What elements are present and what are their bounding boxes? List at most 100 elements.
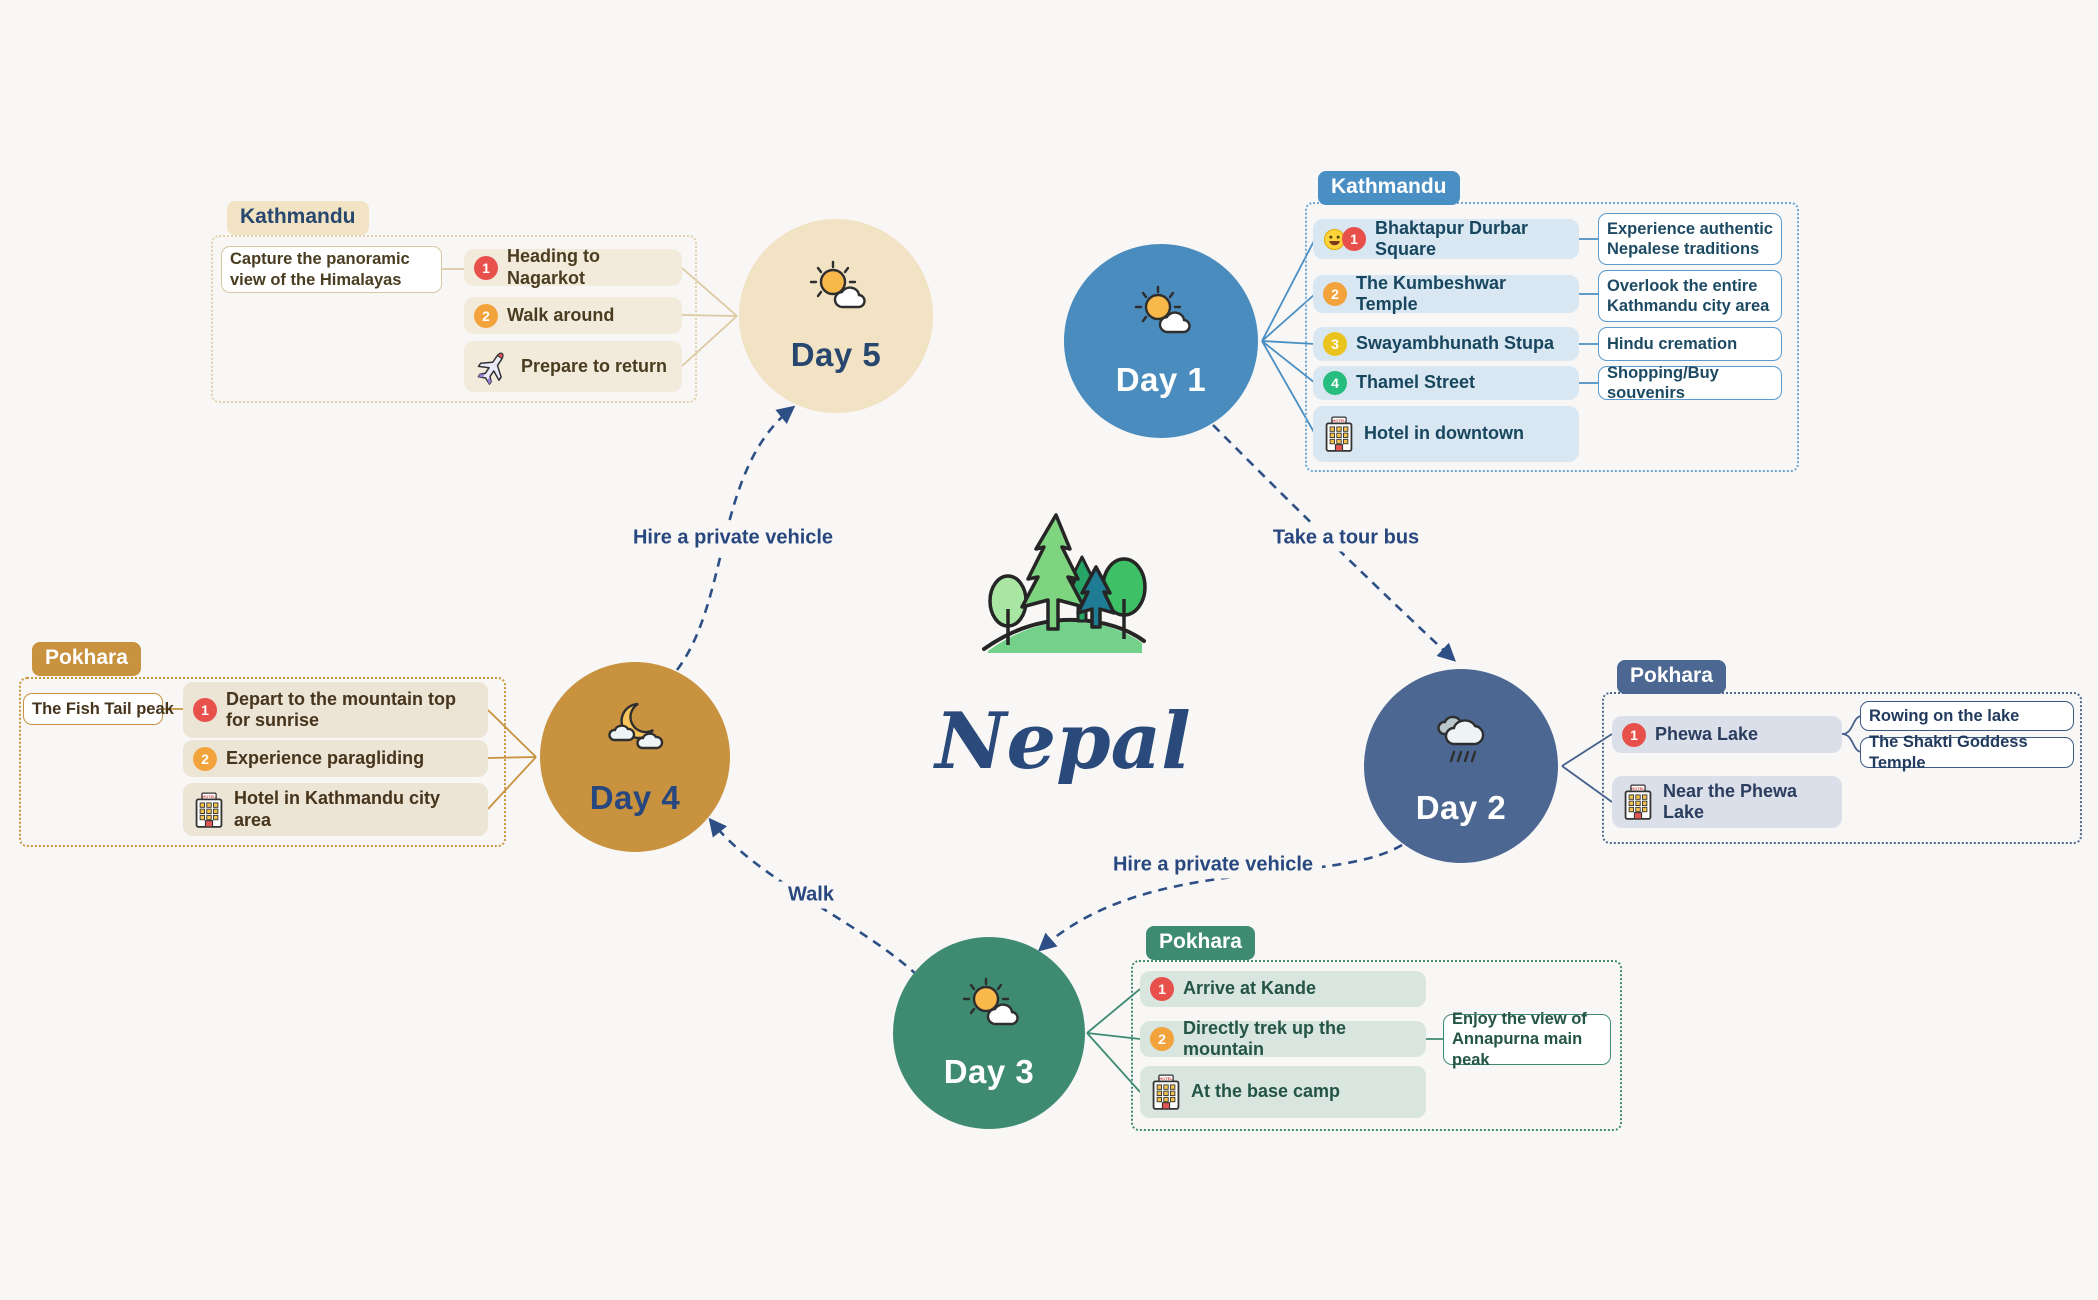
day-1-item-1-note[interactable]: Experience authentic Nepalese traditions (1598, 213, 1782, 265)
day-1-item-4-note[interactable]: Shopping/Buy souvenirs (1598, 364, 1782, 402)
smiley-face-icon (1323, 228, 1346, 251)
step-number-badge: 1 (474, 255, 498, 280)
item-text: Directly trek up the mountain (1183, 1017, 1347, 1059)
day-4-city-badge[interactable]: Pokhara (32, 642, 141, 676)
day-1-item-1[interactable]: 1 Bhaktapur Durbar Square (1313, 217, 1579, 259)
day-3-item-1[interactable]: 1 Arrive at Kande (1140, 971, 1426, 1007)
forest-illustration (978, 505, 1150, 660)
day-5-note[interactable]: Capture the panoramic view of the Himala… (221, 246, 442, 293)
item-text: Hotel in downtown (1364, 423, 1524, 444)
day-3-panel (1131, 960, 1622, 1131)
svg-text:HOTEL: HOTEL (202, 794, 216, 799)
step-number-badge: 2 (474, 303, 498, 328)
day-1-item-2-note[interactable]: Overlook the entire Kathmandu city area (1598, 270, 1782, 322)
day-1-city-badge[interactable]: Kathmandu (1318, 171, 1460, 205)
svg-text:HOTEL: HOTEL (1332, 418, 1346, 423)
day-2-city-badge[interactable]: Pokhara (1617, 660, 1726, 694)
step-number-badge: 3 (1323, 332, 1347, 356)
step-number-badge: 2 (1150, 1027, 1174, 1051)
day-3-city-badge[interactable]: Pokhara (1146, 926, 1255, 960)
rain-clouds-icon (1424, 706, 1498, 773)
step-number-badge: 1 (1622, 722, 1646, 747)
hotel-icon: HOTEL (193, 790, 225, 830)
day-3-node[interactable]: Day 3 (893, 937, 1085, 1129)
day-5-city-badge[interactable]: Kathmandu (227, 201, 369, 235)
day-3-fan-lines (1086, 988, 1443, 1093)
hotel-icon: HOTEL (1150, 1072, 1182, 1112)
item-text: Bhaktapur Durbar Square (1375, 217, 1529, 259)
step-number-badge: 2 (193, 746, 217, 771)
item-text: Hotel in Kathmandu city area (234, 788, 441, 830)
svg-text:HOTEL: HOTEL (1159, 1076, 1173, 1081)
day-2-item-1-note-2[interactable]: The Shakti Goddess Temple (1860, 733, 2074, 772)
step-number-badge: 2 (1323, 282, 1347, 306)
day-4-fan-lines (163, 708, 537, 810)
step-number-badge: 4 (1323, 371, 1347, 395)
day-4-note[interactable]: The Fish Tail peak (23, 693, 174, 725)
day-5-item-1[interactable]: 1 Heading to Nagarkot (464, 246, 682, 288)
day-2-label: Day 2 (1415, 788, 1507, 826)
step-number-badge: 1 (1150, 977, 1174, 1001)
step-number-badge: 1 (1342, 227, 1366, 251)
item-text: Prepare to return (521, 355, 668, 376)
item-text: Heading to Nagarkot (507, 246, 600, 288)
day-2-hotel-item[interactable]: HOTEL Near the Phewa Lake (1612, 776, 1842, 828)
item-text: Walk around (507, 304, 615, 325)
item-text: Experience paragliding (226, 747, 425, 768)
route-label-day1-day2: Take a tour bus (1263, 524, 1429, 552)
route-label-day2-day3: Hire a private vehicle (1103, 851, 1323, 879)
day-5-flight-item[interactable]: Prepare to return (464, 341, 682, 392)
sun-behind-cloud-icon (799, 259, 873, 320)
day-1-node[interactable]: Day 1 (1064, 244, 1258, 438)
day-4-label: Day 4 (589, 778, 681, 816)
map-title: Nepal (935, 696, 1191, 787)
route-line-day2-day3 (1037, 843, 1403, 952)
day-4-item-2[interactable]: 2 Experience paragliding (183, 740, 488, 777)
step-number-badge: 1 (193, 698, 217, 722)
route-label-day4-day5: Hire a private vehicle (623, 524, 843, 552)
day-5-label: Day 5 (790, 335, 882, 373)
day-2-item-1-note-1[interactable]: Rowing on the lake (1860, 701, 2074, 731)
hotel-icon: HOTEL (1622, 782, 1654, 822)
day-5-panel (211, 235, 697, 403)
item-text: The Kumbeshwar Temple (1356, 272, 1507, 314)
svg-text:HOTEL: HOTEL (1631, 786, 1645, 791)
day-2-item-1[interactable]: 1 Phewa Lake (1612, 716, 1842, 753)
day-1-item-2[interactable]: 2 The Kumbeshwar Temple (1313, 272, 1579, 314)
moon-with-clouds-icon (598, 698, 672, 763)
day-1-item-4[interactable]: 4 Thamel Street (1313, 366, 1579, 400)
day-1-hotel-item[interactable]: HOTEL Hotel in downtown (1313, 406, 1579, 462)
day-4-node[interactable]: Day 4 (540, 662, 730, 852)
day-1-item-3-note[interactable]: Hindu cremation (1598, 327, 1782, 361)
day-1-panel (1305, 202, 1799, 472)
route-line-day4-day5 (675, 405, 796, 671)
airplane-icon (472, 346, 514, 388)
item-text: Arrive at Kande (1183, 978, 1317, 999)
day-5-item-2[interactable]: 2 Walk around (464, 297, 682, 334)
day-3-item-2[interactable]: 2 Directly trek up the mountain (1140, 1017, 1426, 1059)
day-1-label: Day 1 (1115, 360, 1207, 398)
route-label-day3-day4: Walk (779, 881, 843, 909)
sun-behind-cloud-icon (952, 976, 1026, 1037)
item-text: Phewa Lake (1655, 723, 1759, 744)
item-text: Thamel Street (1356, 372, 1476, 393)
day-1-item-3[interactable]: 3 Swayambhunath Stupa (1313, 327, 1579, 361)
day-4-hotel-item[interactable]: HOTEL Hotel in Kathmandu city area (183, 783, 488, 836)
day-4-panel (19, 677, 506, 847)
item-text: Near the Phewa Lake (1663, 780, 1798, 822)
day-5-node[interactable]: Day 5 (739, 219, 933, 413)
route-line-day1-day2 (1212, 424, 1456, 662)
day-4-item-1[interactable]: 1 Depart to the mountain top for sunrise (183, 682, 488, 738)
hotel-icon: HOTEL (1323, 414, 1355, 454)
day-3-item-2-note[interactable]: Enjoy the view of Annapurna main peak (1443, 1010, 1611, 1069)
day-2-node[interactable]: Day 2 (1364, 669, 1558, 863)
sun-behind-cloud-icon (1124, 284, 1198, 345)
item-text: At the base camp (1191, 1081, 1341, 1102)
day-3-label: Day 3 (943, 1052, 1035, 1090)
day-1-fan-lines (1261, 238, 1598, 435)
item-text: Depart to the mountain top for sunrise (226, 688, 456, 730)
item-text: Swayambhunath Stupa (1356, 333, 1555, 354)
day-3-hotel-item[interactable]: HOTEL At the base camp (1140, 1066, 1426, 1118)
